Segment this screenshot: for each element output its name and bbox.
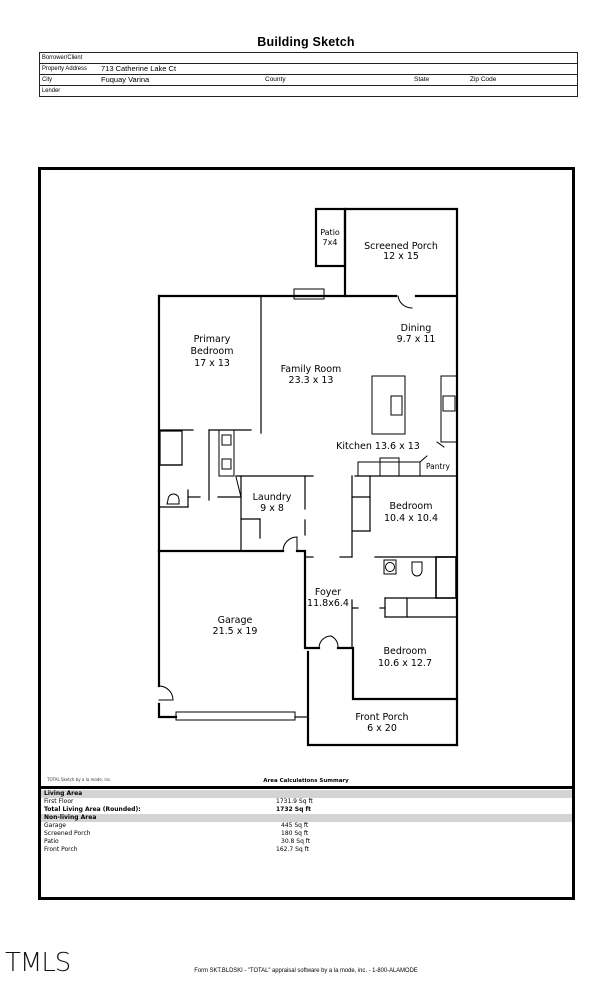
summary-divider <box>38 786 575 789</box>
total-living-row: Total Living Area (Rounded): 1732 Sq ft <box>41 806 572 814</box>
room-label-dining: Dining <box>401 323 432 334</box>
table-row: Garage 445 Sq ft <box>41 822 572 830</box>
table-row: Front Porch 162.7 Sq ft <box>41 846 572 854</box>
address-row: Property Address 713 Catherine Lake Ct <box>40 64 577 75</box>
room-dims-dining: 9.7 x 11 <box>397 334 436 345</box>
sketch-credit: TOTAL Sketch by a la mode, inc. <box>47 777 112 782</box>
lender-label: Lender <box>42 87 61 94</box>
room-label-patio: Patio <box>320 228 340 237</box>
total-living-label: Total Living Area (Rounded): <box>44 806 141 813</box>
table-row: Patio 30.8 Sq ft <box>41 838 572 846</box>
room-label-foyer: Foyer <box>315 587 341 598</box>
area-summary-title: Area Calculations Summary <box>263 778 349 784</box>
garage-value: 445 Sq ft <box>281 822 309 829</box>
table-row: First Floor 1731.9 Sq ft <box>41 798 572 806</box>
room-dims-screened-porch: 12 x 15 <box>383 251 419 262</box>
address-label: Property Address <box>42 65 87 72</box>
page-title: Building Sketch <box>257 35 355 49</box>
room-dims-bedroom-2: 10.4 x 10.4 <box>384 513 438 524</box>
room-dims-front-porch: 6 x 20 <box>367 723 397 734</box>
first-floor-value: 1731.9 Sq ft <box>276 798 313 805</box>
garage-label: Garage <box>44 822 66 829</box>
room-dims-garage: 21.5 x 19 <box>213 626 258 637</box>
room-dims-patio: 7x4 <box>323 238 338 247</box>
room-label-bedroom-2: Bedroom <box>390 501 433 512</box>
city-row: City Fuquay Varina County State Zip Code <box>40 75 577 86</box>
room-label-kitchen: Kitchen 13.6 x 13 <box>336 441 420 452</box>
borrower-row: Borrower/Client <box>40 53 577 64</box>
tmls-logo: TMLS <box>5 948 71 978</box>
room-label-garage: Garage <box>218 615 253 626</box>
room-label-screened-porch: Screened Porch <box>364 241 438 252</box>
room-label-laundry: Laundry <box>253 492 292 503</box>
room-dims-family-room: 23.3 x 13 <box>289 375 334 386</box>
form-footer: Form SKT.BLDSKI - "TOTAL" appraisal soft… <box>194 967 418 974</box>
property-header-table: Borrower/Client Property Address 713 Cat… <box>39 52 578 97</box>
room-dims-laundry: 9 x 8 <box>260 503 284 514</box>
room-dims-bedroom-3: 10.6 x 12.7 <box>378 658 432 669</box>
city-value: Fuquay Varina <box>101 75 150 84</box>
total-living-value: 1732 Sq ft <box>276 806 311 813</box>
county-label: County <box>265 76 286 83</box>
non-living-area-header: Non-living Area <box>41 814 572 822</box>
state-label: State <box>414 76 430 83</box>
room-label-primary: Primary <box>194 334 231 345</box>
table-row: Screened Porch 180 Sq ft <box>41 830 572 838</box>
patio-value: 30.8 Sq ft <box>281 838 311 845</box>
front-porch-value: 162.7 Sq ft <box>276 846 309 853</box>
room-label-bedroom-3: Bedroom <box>384 646 427 657</box>
room-dims-primary-bedroom: 17 x 13 <box>194 358 230 369</box>
lender-row: Lender <box>40 86 577 96</box>
zip-label: Zip Code <box>470 76 497 83</box>
room-label-family-room: Family Room <box>281 364 342 375</box>
room-label-bedroom: Bedroom <box>191 346 234 357</box>
living-area-header: Living Area <box>41 790 572 798</box>
room-label-pantry: Pantry <box>426 462 451 471</box>
borrower-label: Borrower/Client <box>42 54 83 61</box>
room-label-front-porch: Front Porch <box>355 712 408 723</box>
area-summary-table: Living Area First Floor 1731.9 Sq ft Tot… <box>41 790 572 854</box>
sketch-frame <box>38 167 575 900</box>
address-value: 713 Catherine Lake Ct <box>101 64 177 73</box>
city-label: City <box>42 76 53 83</box>
patio-label: Patio <box>44 838 59 845</box>
first-floor-label: First Floor <box>44 798 74 805</box>
front-porch-label: Front Porch <box>44 846 78 853</box>
screened-porch-value: 180 Sq ft <box>281 830 309 837</box>
screened-porch-label: Screened Porch <box>44 830 91 837</box>
room-dims-foyer: 11.8x6.4 <box>307 598 349 609</box>
